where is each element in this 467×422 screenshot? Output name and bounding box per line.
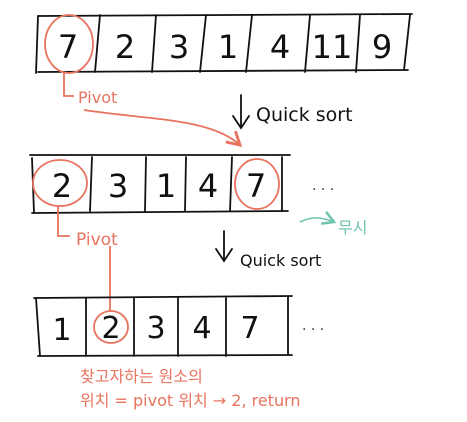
row3-cell-4: 7: [240, 311, 259, 346]
row2-ellipsis: . . .: [312, 178, 334, 194]
quicksort-arrow-1: [232, 94, 250, 130]
row2-cell-1: 3: [108, 167, 128, 205]
row2-cell-3: 4: [198, 167, 218, 205]
pivot-annotation-1: [44, 14, 94, 97]
row1-cell-5: 11: [312, 28, 353, 66]
pivot-annotation-2: [32, 158, 280, 237]
pivot-label-1: Pivot: [78, 88, 117, 107]
row1-cell-6: 9: [372, 28, 392, 66]
row3-ellipsis: . . .: [302, 318, 324, 334]
ignore-arrow: [299, 211, 337, 225]
row3-cell-3: 4: [192, 311, 211, 346]
pivot-label-2: Pivot: [76, 230, 118, 250]
row3-cell-1: 2: [101, 311, 120, 346]
ignore-label: 무시: [338, 218, 367, 237]
quicksort-label-2: Quick sort: [240, 251, 321, 270]
array-row-1: [35, 13, 413, 74]
row2-cell-4: 7: [246, 167, 266, 205]
row3-cell-2: 3: [146, 311, 165, 346]
row1-cell-2: 3: [169, 28, 189, 66]
array-row-2: [29, 154, 291, 214]
quicksort-label-1: Quick sort: [256, 104, 353, 126]
note-line-1: 찾고자하는 원소의: [80, 367, 203, 386]
target-circle: [93, 310, 129, 344]
array-row-3: [33, 295, 293, 357]
row2-cell-2: 1: [156, 167, 176, 205]
row1-cell-0: 7: [58, 28, 78, 66]
row1-cell-3: 1: [218, 28, 238, 66]
pivot-move-arrow: [83, 109, 243, 147]
row1-cell-4: 4: [270, 28, 290, 66]
row2-cell-0: 2: [52, 167, 72, 205]
note-line-2: 위치 = pivot 위치 → 2, return: [80, 391, 301, 410]
row3-cell-0: 1: [52, 313, 71, 348]
quicksort-arrow-2: [215, 230, 233, 263]
row1-cell-1: 2: [115, 28, 135, 66]
